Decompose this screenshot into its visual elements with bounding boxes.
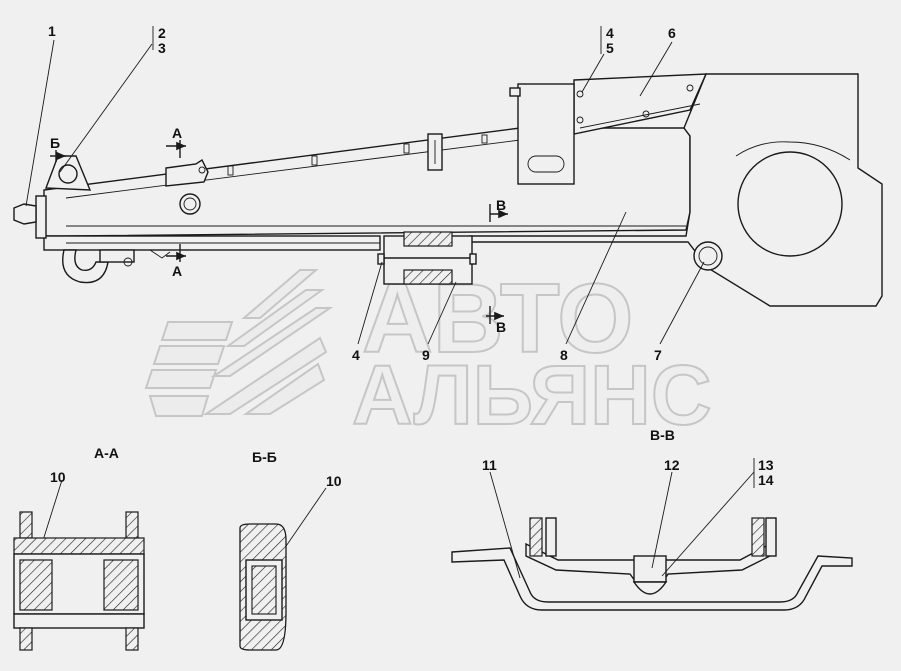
stud-2: [311, 155, 318, 166]
vv-center-lobe: [632, 581, 668, 595]
leader-4-5: [581, 53, 605, 93]
callout-10-b: 10: [326, 473, 342, 489]
aa-left-insert: [19, 559, 53, 611]
bolt-plate-mid: [642, 110, 650, 118]
watermark-text-line2: АЛЬЯНС: [352, 348, 712, 442]
bolt-4-bottom: [576, 116, 584, 124]
callout-10-a: 10: [50, 469, 66, 485]
leader-7: [659, 261, 705, 345]
aa-top-plate: [13, 537, 145, 555]
bb-insert: [251, 565, 277, 615]
callout-9: 9: [422, 347, 430, 363]
bushing-7: [693, 241, 723, 271]
roller-9-lower: [403, 269, 453, 285]
main-beam: [43, 127, 691, 237]
leader-9: [427, 281, 457, 345]
slide-block-slot: [527, 155, 565, 173]
leader-6: [639, 41, 673, 97]
callout-5: 5: [606, 40, 614, 56]
aa-bottom-plate: [13, 613, 145, 629]
section-view-b-b: Б-Б 10: [239, 449, 342, 651]
hook-pin: [123, 257, 133, 267]
callout-14: 14: [758, 472, 774, 488]
callouts-main: 1 2 3 4 5 6 4 9 8 7: [48, 23, 676, 363]
leader-1: [25, 39, 55, 207]
leader-4b: [357, 261, 383, 345]
roller-9-upper: [403, 231, 453, 247]
stud-1: [227, 165, 234, 176]
aa-right-insert: [103, 559, 139, 611]
aa-left-bottom-flange: [19, 627, 33, 651]
leader-10b: [281, 487, 327, 553]
towing-pin-1: [13, 203, 37, 225]
vv-left-rib-2: [545, 517, 557, 557]
callout-2: 2: [158, 25, 166, 41]
hook: [62, 249, 109, 284]
vv-profile: [451, 547, 853, 611]
section-mark-a-bottom: А: [172, 263, 182, 279]
vv-left-rib: [529, 517, 543, 557]
section-mark-b: Б: [50, 135, 60, 151]
vv-right-rib-2: [765, 517, 777, 557]
vv-right-rib: [751, 517, 765, 557]
hook-link: [149, 249, 171, 259]
bolt-plate-end: [686, 84, 694, 92]
watermark-text-line1: АВТО: [362, 263, 633, 373]
beam-hole-inner: [183, 197, 197, 211]
callout-12: 12: [664, 457, 680, 473]
vv-center-block: [633, 555, 667, 583]
stud-3: [403, 143, 410, 154]
aa-right-top-flange: [125, 511, 139, 539]
leader-12: [651, 471, 673, 569]
watermark-logo: АВТО АЛЬЯНС: [144, 262, 713, 443]
callout-7: 7: [654, 347, 662, 363]
bracket-a-bolt: [198, 166, 206, 174]
callout-4-bottom: 4: [352, 347, 360, 363]
bracket-rib: [735, 141, 851, 161]
axle-nut-4: [377, 253, 385, 265]
section-mark-v-bottom: В: [496, 319, 506, 335]
leader-lines: [25, 26, 705, 345]
watermark-emblem: [144, 269, 334, 417]
plate-6-edge: [579, 103, 701, 129]
leader-8: [565, 211, 627, 345]
section-title-b-b: Б-Б: [252, 449, 277, 465]
stud-4: [481, 134, 488, 144]
leader-2-3: [59, 43, 153, 173]
section-mark-v-top: В: [496, 197, 506, 213]
callout-13: 13: [758, 457, 774, 473]
beam-hole: [179, 193, 201, 215]
leader-11: [489, 471, 521, 579]
callout-1: 1: [48, 23, 56, 39]
aa-right-bottom-flange: [125, 627, 139, 651]
bolt-4-top: [576, 90, 584, 98]
aa-left-top-flange: [19, 511, 33, 539]
section-view-a-a: А-А 10: [13, 445, 145, 651]
section-title-a-a: А-А: [94, 445, 119, 461]
callout-8: 8: [560, 347, 568, 363]
front-ear-hole: [58, 164, 78, 184]
section-markers: А А Б В В: [50, 125, 508, 335]
axle-nut-right: [469, 253, 477, 265]
slide-block: [517, 83, 575, 185]
beam-edge-line: [65, 139, 521, 199]
hook-mount: [99, 249, 135, 263]
section-mark-a-top: А: [172, 125, 182, 141]
callout-11: 11: [482, 457, 497, 473]
callout-4-top: 4: [606, 25, 614, 41]
bushing-7-inner: [698, 246, 718, 266]
section-title-v-v: В-В: [650, 427, 675, 443]
callout-6: 6: [668, 25, 676, 41]
callout-3: 3: [158, 40, 166, 56]
bracket-large-hole: [737, 151, 843, 257]
frame-assembly: [13, 73, 883, 307]
slide-block-stud: [509, 87, 521, 97]
leader-13-14: [661, 471, 755, 577]
section-view-v-v: В-В 11 12 13 14: [451, 427, 853, 611]
front-plate: [35, 195, 47, 239]
bracket-section-a: [165, 158, 209, 187]
